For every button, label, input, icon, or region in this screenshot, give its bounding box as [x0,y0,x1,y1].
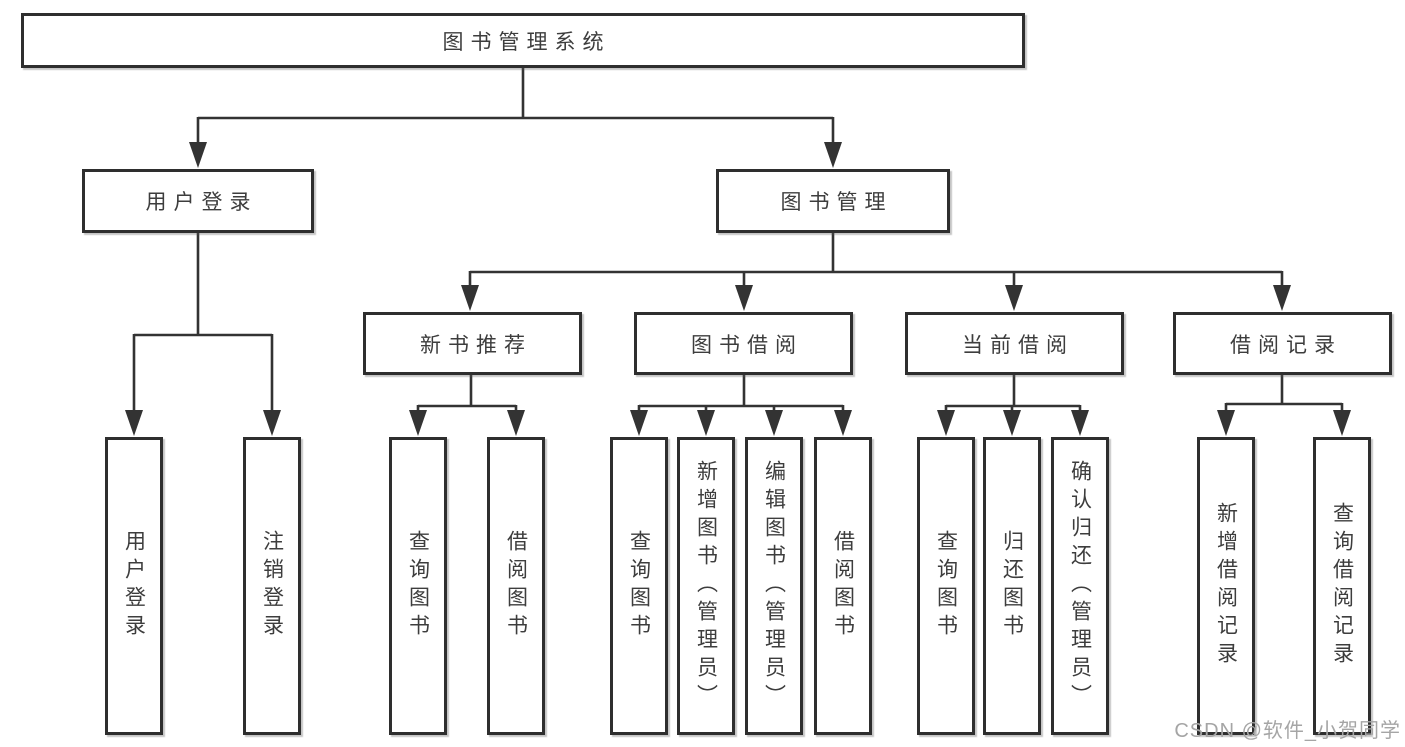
arrow-down-icon [824,142,842,168]
connector-root-to-level2 [196,68,835,146]
node-return-books: 归还图书 [983,437,1041,735]
csdn-watermark: CSDN @软件_小贺同学 [1174,720,1401,742]
node-label: 注销登录 [260,530,284,642]
node-query-books: 查询图书 [917,437,975,735]
node-query-books: 查询图书 [610,437,668,735]
node-label: 当前借阅 [962,333,1074,357]
node-label: 查询图书 [934,530,958,642]
arrow-down-icon [1333,410,1351,436]
node-label: 查询图书 [627,530,651,642]
arrow-down-icon [735,285,753,311]
node-label: 图书管理 [780,191,893,214]
node-borrow-books: 借阅图书 [814,437,872,735]
arrow-down-icon [697,410,715,436]
node-current-borrowing: 当前借阅 [905,312,1124,375]
node-label: 归还图书 [1000,530,1024,642]
connector-bookmgmt-to-level3 [468,233,1284,290]
arrow-down-icon [507,410,525,436]
node-borrow-books: 借阅图书 [487,437,545,735]
node-label: 借阅记录 [1230,333,1342,357]
connector-records-to-children [1224,375,1344,416]
arrow-down-icon [1003,410,1021,436]
connector-bookborrow-to-children [637,375,845,416]
node-label: 借阅图书 [504,530,528,642]
node-confirm-return-admin: 确认归还（管理员） [1051,437,1109,735]
arrow-down-icon [1217,410,1235,436]
node-label: 新书推荐 [420,333,532,357]
arrow-down-icon [189,142,207,168]
arrowheads [125,142,1351,436]
arrow-down-icon [409,410,427,436]
arrow-down-icon [765,410,783,436]
node-label: 用户登录 [145,191,258,214]
node-label: 借阅图书 [831,530,855,642]
node-label: 图书管理系统 [442,30,611,54]
node-book-borrowing: 图书借阅 [634,312,853,375]
node-label: 编辑图书（管理员） [762,460,786,712]
node-label: 新增借阅记录 [1214,502,1238,670]
arrow-down-icon [1005,285,1023,311]
arrow-down-icon [263,410,281,436]
node-edit-books-admin: 编辑图书（管理员） [745,437,803,735]
node-query-books: 查询图书 [389,437,447,735]
node-user-login: 用户登录 [82,169,314,233]
node-query-borrow-record: 查询借阅记录 [1313,437,1371,735]
node-add-books-admin: 新增图书（管理员） [677,437,735,735]
arrow-down-icon [630,410,648,436]
node-book-management: 图书管理 [716,169,950,233]
node-logout: 注销登录 [243,437,301,735]
connector-newbooks-to-children [416,375,518,416]
connector-currentborrow-to-children [944,375,1082,416]
arrow-down-icon [125,410,143,436]
node-new-book-recommend: 新书推荐 [363,312,582,375]
node-library-management-system: 图书管理系统 [21,13,1025,68]
arrow-down-icon [834,410,852,436]
node-label: 用户登录 [122,530,146,642]
arrow-down-icon [1273,285,1291,311]
node-borrow-records: 借阅记录 [1173,312,1392,375]
node-label: 查询图书 [406,530,430,642]
node-label: 查询借阅记录 [1330,502,1354,670]
arrow-down-icon [461,285,479,311]
node-label: 确认归还（管理员） [1068,460,1092,712]
arrow-down-icon [1071,410,1089,436]
node-user-login-leaf: 用户登录 [105,437,163,735]
arrow-down-icon [937,410,955,436]
node-label: 新增图书（管理员） [694,460,718,712]
connector-userlogin-to-children [132,233,274,416]
node-add-borrow-record: 新增借阅记录 [1197,437,1255,735]
node-label: 图书借阅 [691,333,803,357]
